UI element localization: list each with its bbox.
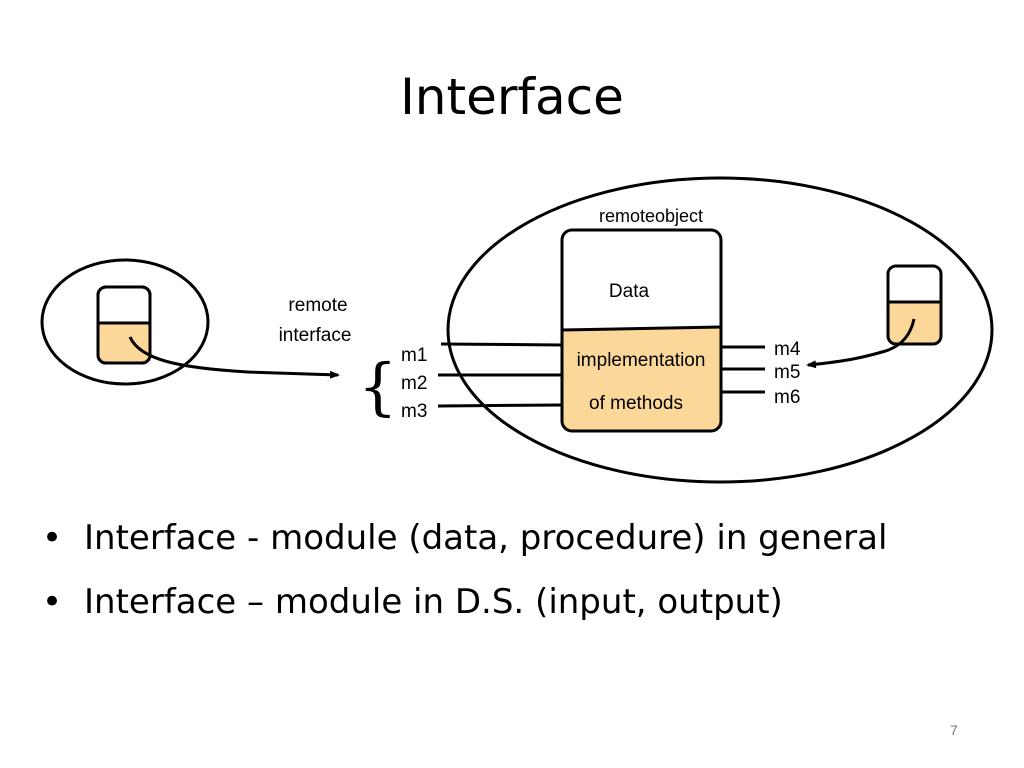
method-line-m1 — [440, 342, 563, 347]
remote-object-label: remoteobject — [599, 206, 703, 226]
bullet-dot: • — [42, 582, 63, 622]
page-number: 7 — [950, 722, 958, 738]
dispatch-arrow — [806, 318, 916, 369]
implementation-label-1: implementation — [577, 350, 706, 371]
remote-object-ellipse — [446, 176, 994, 484]
bullet-item: • Interface - module (data, procedure) i… — [42, 512, 887, 576]
method-line-m3 — [437, 403, 563, 408]
server-skeleton-icon — [886, 264, 943, 346]
implementation-label-2: of methods — [589, 393, 683, 414]
bullet-text: Interface – module in D.S. (input, outpu… — [84, 582, 783, 622]
remote-object-box — [560, 228, 723, 433]
bullet-dot: • — [42, 518, 63, 558]
method-label-m1: m1 — [401, 345, 427, 366]
interface-brace: { — [358, 350, 397, 423]
bullet-text: Interface - module (data, procedure) in … — [84, 518, 888, 558]
method-label-m5: m5 — [774, 362, 800, 383]
method-label-m4: m4 — [774, 339, 801, 360]
method-label-m3: m3 — [401, 401, 427, 422]
client-proxy-icon — [96, 285, 152, 365]
remote-interface-label-2: interface — [279, 325, 352, 346]
slide-title: Interface — [400, 68, 624, 126]
client-ellipse — [40, 258, 210, 386]
bullet-list: • Interface - module (data, procedure) i… — [42, 512, 887, 640]
bullet-item: • Interface – module in D.S. (input, out… — [42, 576, 887, 640]
invoke-arrow — [128, 336, 340, 379]
data-label: Data — [609, 281, 650, 302]
method-label-m2: m2 — [401, 373, 427, 394]
method-label-m6: m6 — [774, 387, 800, 408]
remote-interface-label-1: remote — [288, 295, 347, 316]
